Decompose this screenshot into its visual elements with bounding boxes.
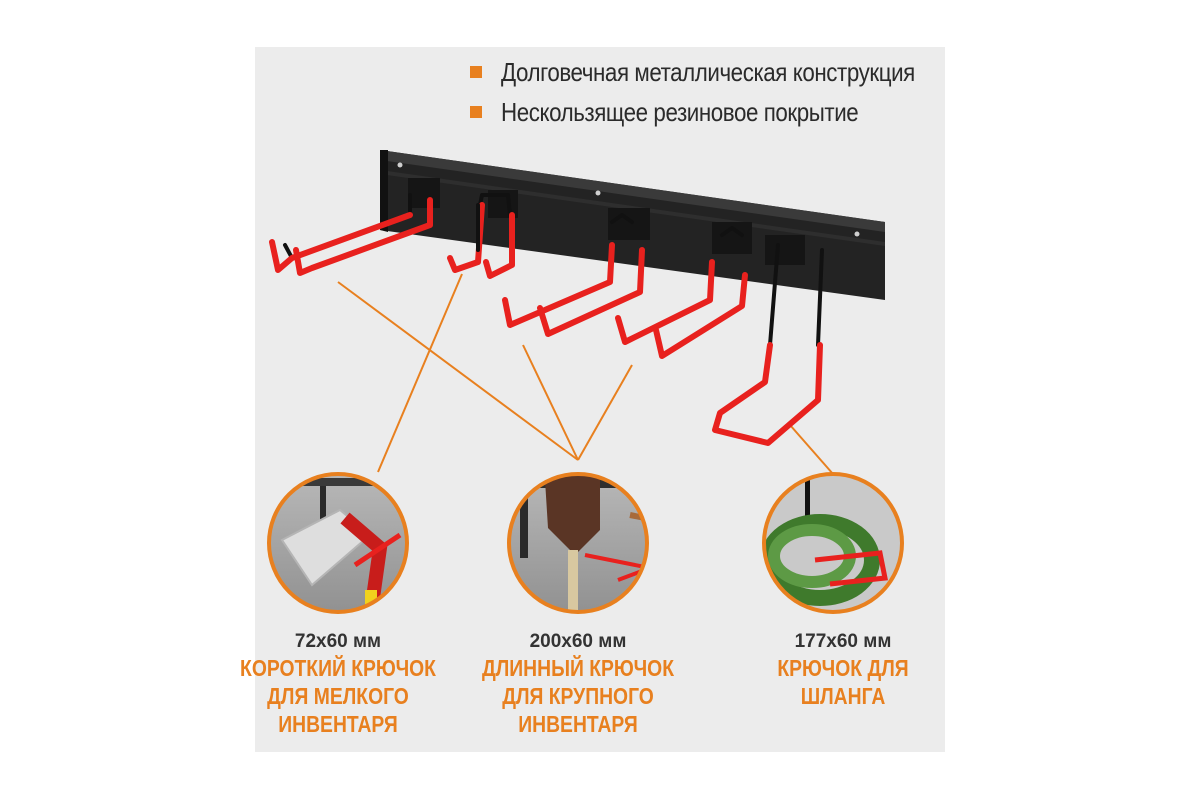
feature-list: Долговечная металлическая конструкция Не… xyxy=(470,52,982,132)
hook-title-line: КОРОТКИЙ КРЮЧОК xyxy=(240,655,436,681)
bullet-square-icon xyxy=(470,106,482,118)
feature-text: Нескользящее резиновое покрытие xyxy=(501,96,859,127)
hook-title-line: ШЛАНГА xyxy=(800,683,886,709)
feature-item-durable: Долговечная металлическая конструкция xyxy=(470,52,982,92)
feature-item-rubber-coating: Нескользящее резиновое покрытие xyxy=(470,92,982,132)
hook-size: 72x60 мм xyxy=(294,631,382,652)
feature-text: Долговечная металлическая конструкция xyxy=(501,56,915,87)
hook-title-line: ДЛЯ МЕЛКОГО xyxy=(267,683,409,709)
hook-size: 200x60 мм xyxy=(529,631,627,652)
hook-title-line: ДЛЯ КРУПНОГО xyxy=(502,683,654,709)
hook-title-line: ДЛИННЫЙ КРЮЧОК xyxy=(481,655,675,681)
hook-caption-hose: 177x60 мм КРЮЧОК ДЛЯ ШЛАНГА xyxy=(723,630,963,710)
bullet-square-icon xyxy=(470,66,482,78)
hook-size: 177x60 мм xyxy=(794,631,892,652)
hook-title-line: КРЮЧОК ДЛЯ xyxy=(777,655,909,681)
hook-title-line: ИНВЕНТАРЯ xyxy=(518,711,638,737)
hook-caption-long: 200x60 мм ДЛИННЫЙ КРЮЧОК ДЛЯ КРУПНОГО ИН… xyxy=(458,630,698,738)
hook-caption-short: 72x60 мм КОРОТКИЙ КРЮЧОК ДЛЯ МЕЛКОГО ИНВ… xyxy=(218,630,458,738)
hook-title-line: ИНВЕНТАРЯ xyxy=(278,711,398,737)
